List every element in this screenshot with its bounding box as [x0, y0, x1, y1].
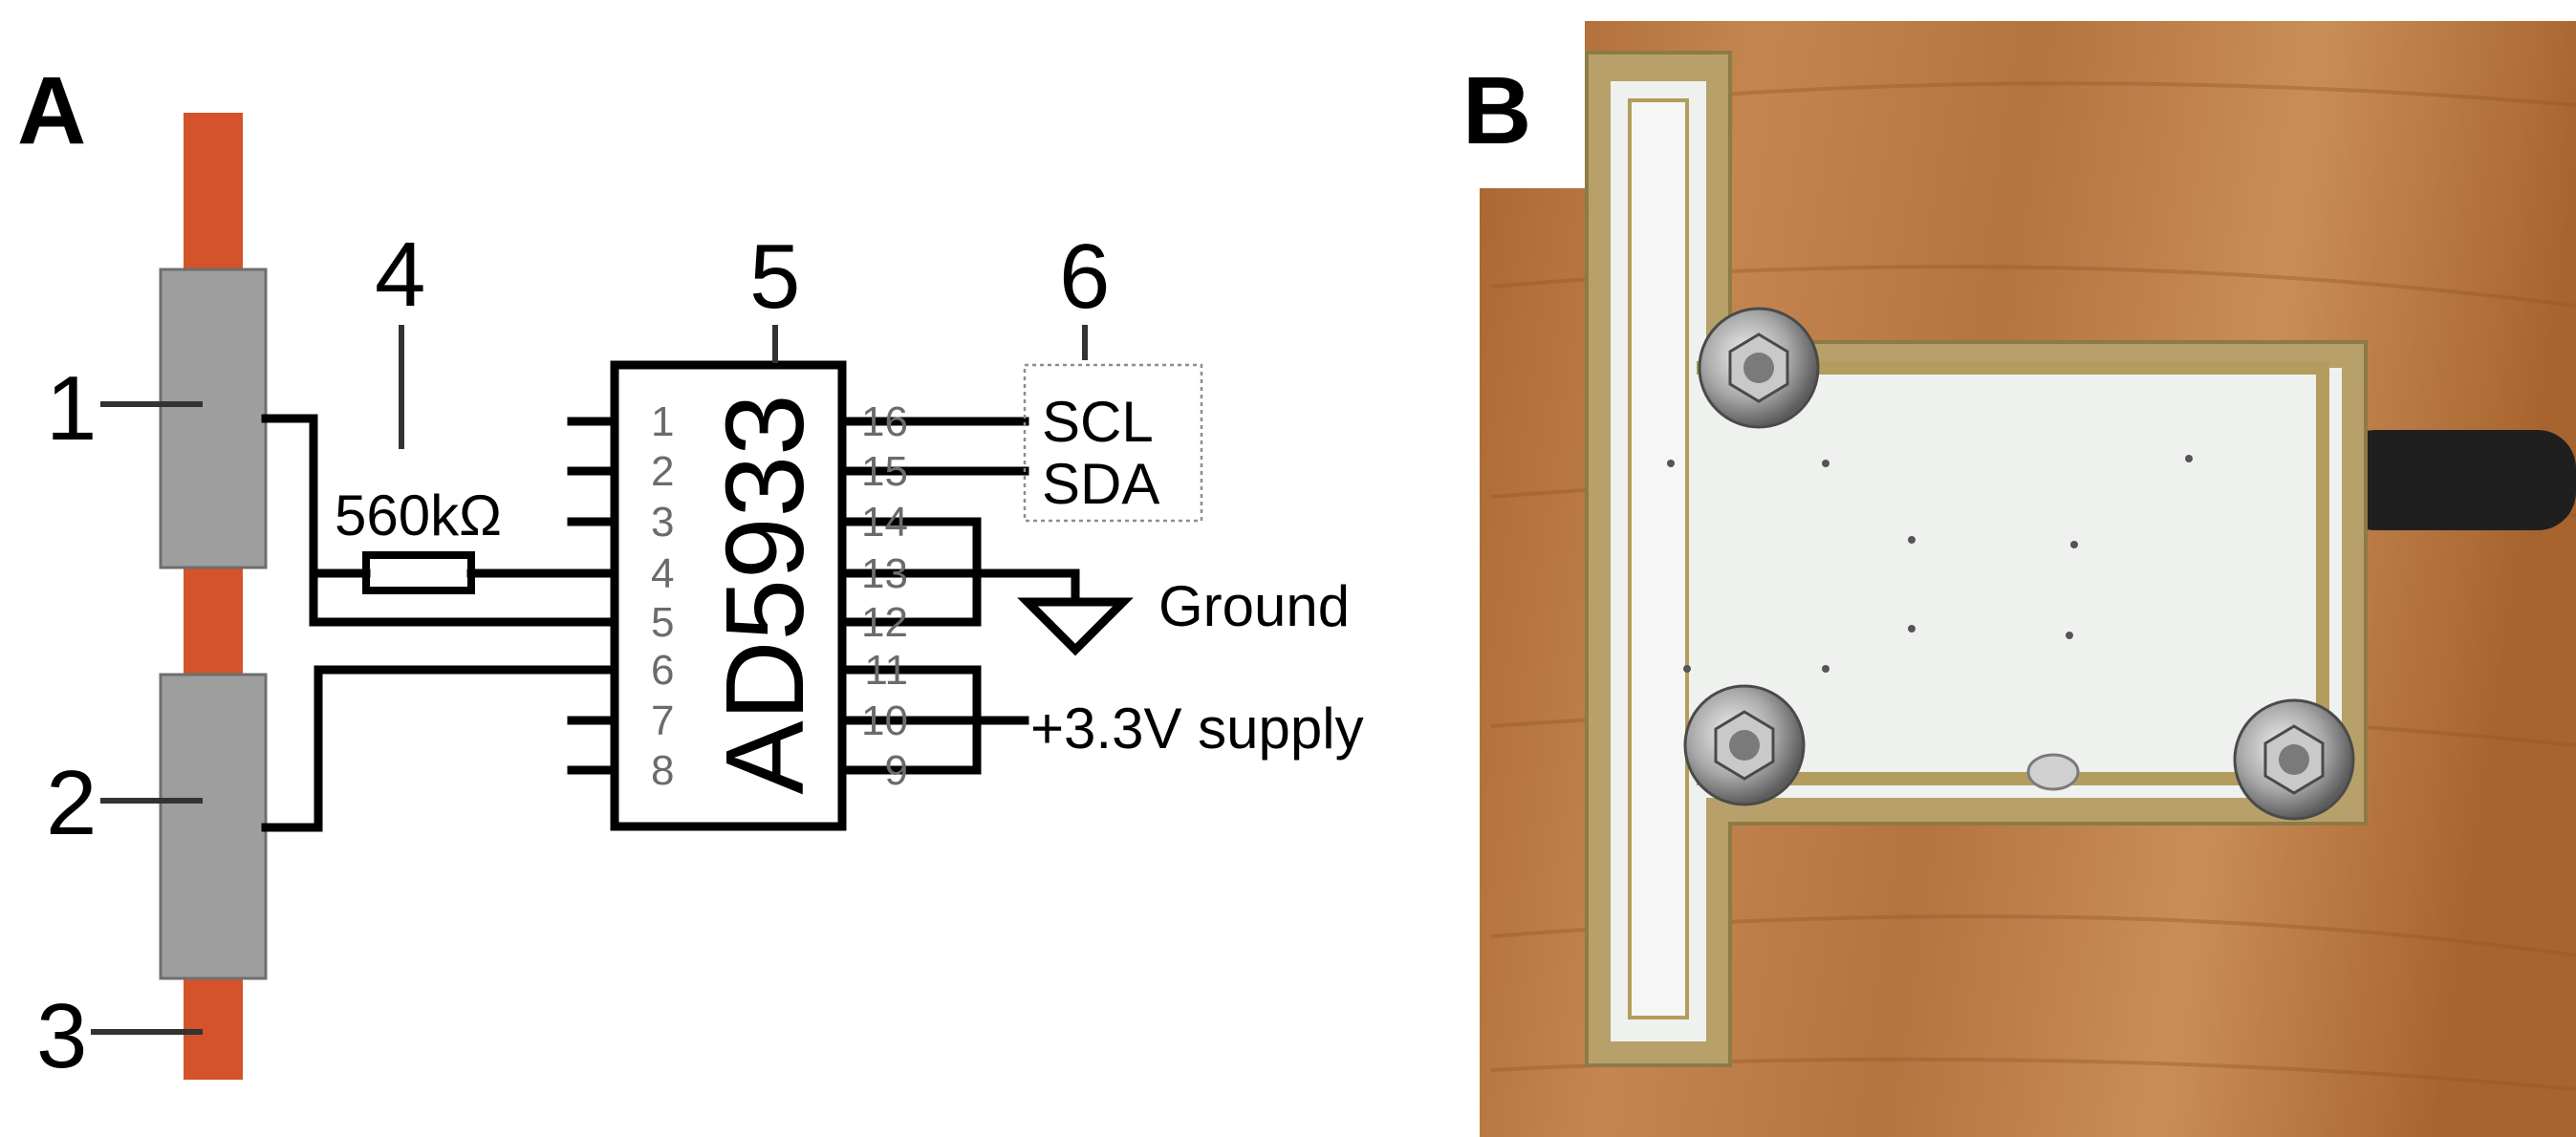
- pin-label: 1: [651, 398, 674, 445]
- nut-top: [1698, 307, 1820, 429]
- pin-label: 5: [651, 599, 674, 646]
- callout-3: 3: [36, 985, 87, 1087]
- board-dots: [1667, 455, 2193, 673]
- panel-a-label: A: [17, 57, 86, 164]
- chip-body: [610, 360, 847, 831]
- right-pins: 16 15 14 13 12 11 10 9: [837, 398, 1029, 794]
- callout-6: 6: [1059, 225, 1110, 328]
- callout-4: 4: [375, 224, 425, 326]
- label-background: [1480, 21, 1585, 188]
- sda-label: SDA: [1042, 452, 1159, 516]
- nut-bottom-right: [2233, 698, 2355, 821]
- resistor-value: 560kΩ: [335, 483, 502, 547]
- ground-label: Ground: [1158, 574, 1350, 638]
- pin-label: 12: [861, 599, 908, 646]
- callout-5: 5: [749, 225, 800, 328]
- pin-label: 4: [651, 550, 674, 597]
- wire-electrode2-to-pin6: [261, 665, 619, 832]
- solder-joint: [2026, 753, 2080, 791]
- i2c-box: [1023, 363, 1203, 523]
- electrode-2: [159, 673, 268, 980]
- panel-b-photo: B: [1462, 21, 2576, 1137]
- trace-outline: [1697, 361, 2329, 785]
- chip-name: AD5933: [703, 394, 827, 794]
- scl-label: SCL: [1042, 390, 1154, 454]
- cable: [2337, 430, 2576, 530]
- pin-label: 10: [861, 697, 908, 744]
- panel-a-schematic: A 1 2 3 4 560kΩ 5 AD5933: [17, 57, 1364, 1087]
- pin-label: 3: [651, 499, 674, 546]
- pin-label: 15: [861, 448, 908, 495]
- ground-wire: [972, 568, 1080, 607]
- callout-2: 2: [46, 752, 97, 854]
- nut-bottom-left: [1683, 684, 1806, 806]
- electrode-trace-vertical: [1628, 98, 1689, 1019]
- pin-label: 16: [861, 398, 908, 445]
- pin-label: 8: [651, 747, 674, 794]
- pin-label: 13: [861, 550, 908, 597]
- wire-electrode1-to-pin5: [309, 568, 619, 627]
- pin-label: 9: [885, 747, 908, 794]
- left-pins: 1 2 3 4 5 6 7 8: [567, 398, 674, 794]
- pin-label: 11: [864, 647, 908, 694]
- callout-1: 1: [46, 357, 97, 460]
- panel-b-label: B: [1462, 57, 1531, 164]
- electrode-1: [159, 268, 268, 569]
- pcb-surface: [1611, 81, 2342, 1041]
- pin-label: 2: [651, 448, 674, 495]
- supply-label: +3.3V supply: [1030, 697, 1364, 761]
- pin-label: 6: [651, 647, 674, 694]
- resistor: [362, 551, 475, 594]
- pin-label: 7: [651, 697, 674, 744]
- pin-label: 14: [861, 499, 908, 546]
- ground-symbol: [1017, 597, 1134, 656]
- wire-electrode1-to-resistor: [261, 414, 371, 578]
